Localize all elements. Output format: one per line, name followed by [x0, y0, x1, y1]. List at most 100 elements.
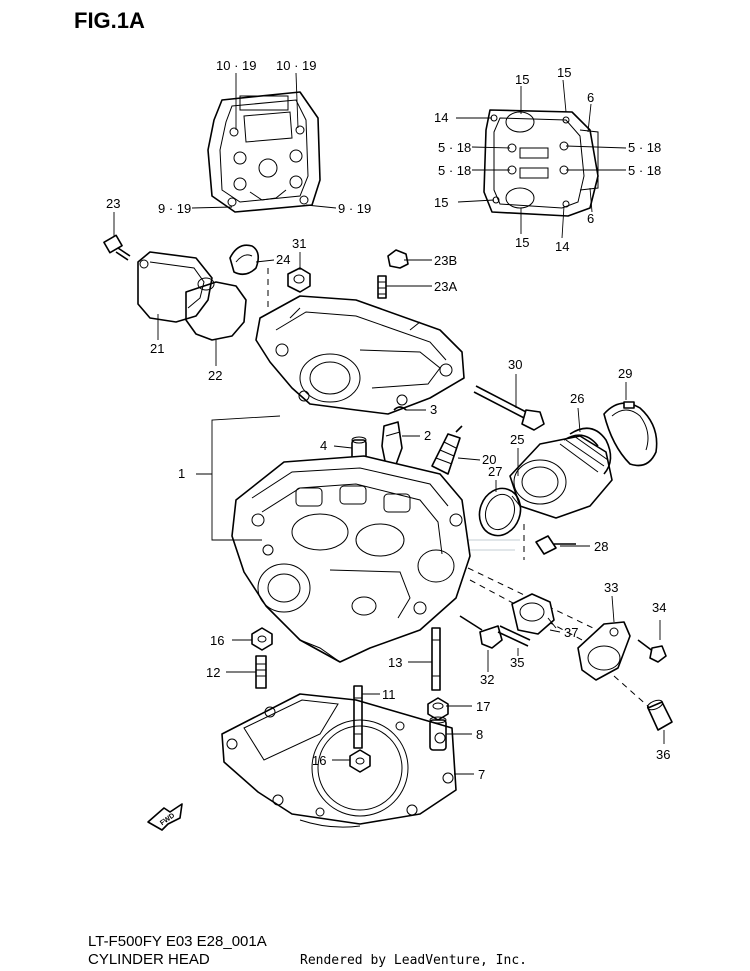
- stud-11: [353, 685, 363, 749]
- callout-23a: 23A: [434, 279, 457, 294]
- callout-29: 29: [618, 366, 632, 381]
- leader-9-19-a: [191, 206, 233, 209]
- callout-11: 11: [382, 687, 396, 702]
- callout-24: 24: [276, 252, 290, 267]
- callout-9-19-b: 9 · 19: [338, 201, 371, 216]
- dashline-36: [613, 675, 651, 709]
- callout-15-a: 15: [515, 72, 529, 87]
- callout-6-a: 6: [587, 90, 594, 105]
- callout-8: 8: [476, 727, 483, 742]
- callout-31: 31: [292, 236, 306, 251]
- callout-10-19-b: 10 · 19: [276, 58, 316, 73]
- callout-5-18-a: 5 · 18: [438, 140, 471, 155]
- leader-4: [333, 445, 353, 449]
- callout-15-c: 15: [434, 195, 448, 210]
- callout-7: 7: [478, 767, 485, 782]
- bolt-23: [103, 234, 131, 261]
- bolt-30: [473, 385, 545, 431]
- spark-plug-20: [431, 425, 463, 475]
- clamp-26: [563, 427, 612, 475]
- callout-14-b: 14: [555, 239, 569, 254]
- head-gasket-7: [221, 693, 457, 828]
- screw-28: [535, 535, 576, 555]
- sensor-32: [459, 615, 503, 649]
- callout-17: 17: [476, 699, 490, 714]
- nut-16-lower: [349, 749, 371, 773]
- stud-12: [255, 655, 267, 689]
- callout-30: 30: [508, 357, 522, 372]
- leader-5-18-c: [565, 145, 627, 149]
- callout-14-a: 14: [434, 110, 448, 125]
- bracket-1: [196, 415, 281, 541]
- callout-4: 4: [320, 438, 327, 453]
- callout-16-a: 16: [210, 633, 224, 648]
- gasket-22: [185, 281, 247, 341]
- sleeve-36: [646, 699, 673, 731]
- leader-6-a: [587, 103, 592, 133]
- cylinder-head: [231, 455, 471, 663]
- callout-34: 34: [652, 600, 666, 615]
- plug-24: [229, 244, 260, 276]
- callout-1: 1: [178, 466, 185, 481]
- cam-housing: [255, 295, 465, 415]
- leader-20: [457, 457, 481, 461]
- callout-23b: 23B: [434, 253, 457, 268]
- callout-10-19-a: 10 · 19: [216, 58, 256, 73]
- leader-37: [549, 629, 561, 633]
- callout-27: 27: [488, 464, 502, 479]
- callout-5-18-c: 5 · 18: [628, 140, 661, 155]
- callout-32: 32: [480, 672, 494, 687]
- clip-3: [393, 406, 407, 411]
- leader-26: [577, 407, 581, 433]
- callout-35: 35: [510, 655, 524, 670]
- nut-23b: [387, 249, 409, 269]
- callout-26: 26: [570, 391, 584, 406]
- callout-16-b: 16: [312, 753, 326, 768]
- stud-23a: [377, 275, 387, 299]
- o-ring-27: [478, 487, 522, 537]
- callout-21: 21: [150, 341, 164, 356]
- callout-33: 33: [604, 580, 618, 595]
- nut-16-upper: [251, 627, 273, 651]
- thermostat-37: [511, 593, 557, 635]
- camshaft-cap-inset: [483, 109, 599, 217]
- nut-17: [427, 697, 449, 721]
- callout-15-d: 15: [515, 235, 529, 250]
- callout-37: 37: [564, 625, 578, 640]
- leader-15-b: [562, 79, 567, 113]
- leader-33: [611, 595, 615, 623]
- callout-28: 28: [594, 539, 608, 554]
- callout-13: 13: [388, 655, 402, 670]
- leader-14-b: [561, 205, 565, 239]
- bolt-35: [497, 625, 531, 647]
- model-code: LT-F500FY E03 E28_001A: [88, 933, 267, 950]
- callout-22: 22: [208, 368, 222, 383]
- leader-15-c: [457, 199, 495, 203]
- section-name: CYLINDER HEAD: [88, 951, 210, 968]
- callout-2: 2: [424, 428, 431, 443]
- stud-13: [431, 627, 441, 691]
- callout-9-19-a: 9 · 19: [158, 201, 191, 216]
- callout-36: 36: [656, 747, 670, 762]
- leader-5-18-a: [471, 146, 511, 149]
- clamp-29: [603, 401, 658, 467]
- intake-pipe-25: [509, 435, 613, 519]
- valve-cover-21: [137, 251, 215, 323]
- nut-31: [287, 267, 311, 293]
- callouts: 10 · 19 10 · 19 9 · 19 9 · 19 15 15 6 14…: [106, 58, 670, 782]
- leader-6-b: [589, 187, 593, 213]
- callout-5-18-d: 5 · 18: [628, 163, 661, 178]
- head-top-view-inset: [207, 91, 321, 213]
- callout-3: 3: [430, 402, 437, 417]
- render-credit: Rendered by LeadVenture, Inc.: [300, 953, 527, 968]
- figure-title: FIG.1A: [74, 8, 145, 33]
- callout-5-18-b: 5 · 18: [438, 163, 471, 178]
- callout-25: 25: [510, 432, 524, 447]
- bolt-34: [637, 639, 667, 663]
- leader-10-19-b: [295, 72, 299, 129]
- fwd-arrow-icon: FWD: [147, 803, 183, 831]
- callout-15-b: 15: [557, 65, 571, 80]
- callout-12: 12: [206, 665, 220, 680]
- leader-9-19-b: [305, 204, 337, 209]
